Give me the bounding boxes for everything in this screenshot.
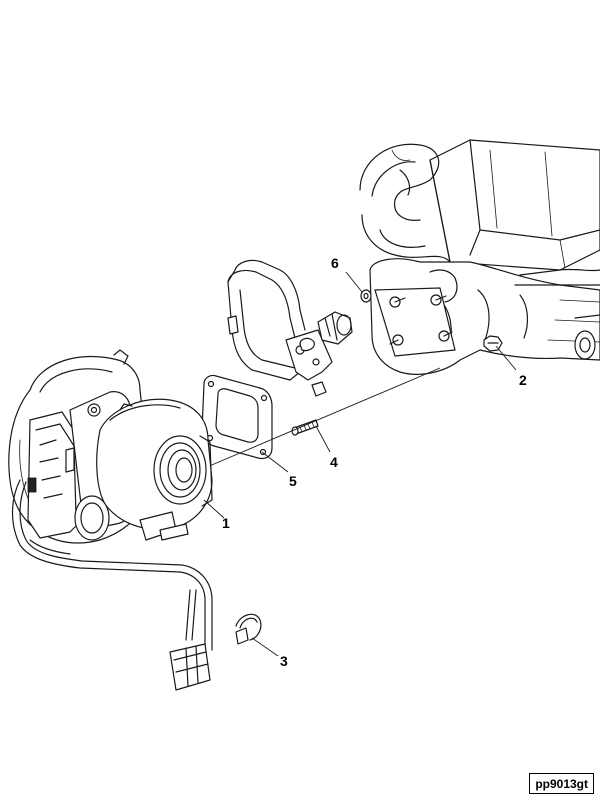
leader-2: [495, 345, 517, 371]
leader-4: [315, 425, 331, 453]
callout-5: 5: [289, 473, 297, 489]
leader-5: [261, 451, 289, 473]
stud-part-4: [291, 419, 319, 436]
nut-part-2: [483, 335, 503, 352]
callout-3: 3: [280, 653, 288, 669]
callout-4: 4: [330, 454, 338, 470]
sealing-washer-part-6: [360, 289, 372, 303]
callout-6: 6: [331, 255, 339, 271]
leader-3: [251, 637, 279, 657]
leader-lines: [203, 271, 517, 657]
figure-reference-code: pp9013gt: [529, 773, 594, 794]
turbocharger-part-1: [8, 349, 213, 691]
callout-1: 1: [222, 515, 230, 531]
leader-6: [345, 271, 363, 293]
engine-exhaust-manifold: [359, 139, 600, 375]
coolant-tube-assembly: [227, 259, 353, 397]
gasket-part-5: [201, 374, 273, 460]
leader-1: [203, 499, 225, 519]
callout-2: 2: [519, 372, 527, 388]
hose-clamp-part-3: [235, 613, 262, 645]
